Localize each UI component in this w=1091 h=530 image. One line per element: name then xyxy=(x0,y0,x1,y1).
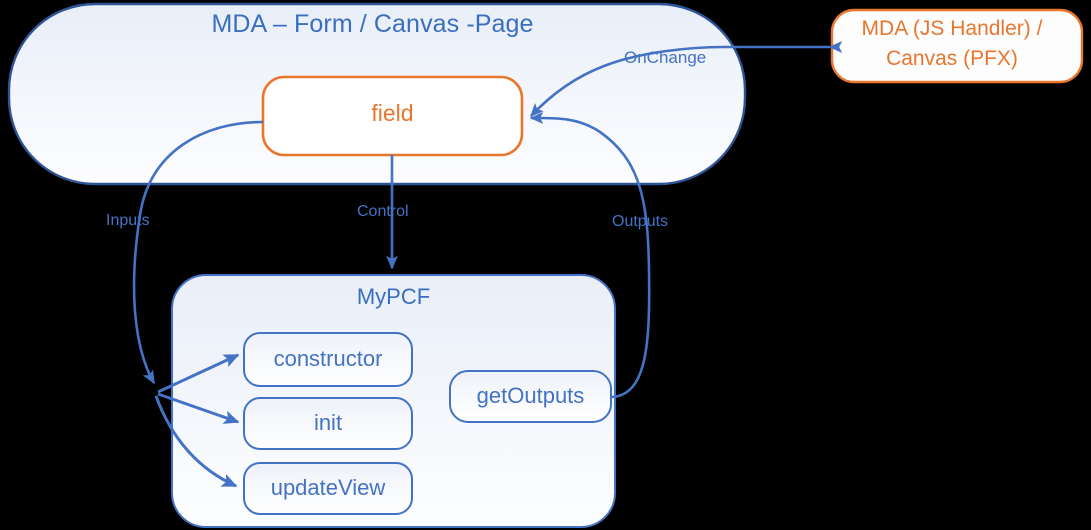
connector-onchange xyxy=(530,41,843,117)
node-js-handler[interactable] xyxy=(830,8,1084,84)
node-field[interactable] xyxy=(261,75,524,157)
node-label-getoutputs: getOutputs xyxy=(476,383,585,408)
node-label-init: init xyxy=(313,410,343,435)
node-constructor[interactable] xyxy=(243,332,413,387)
node-updateview[interactable] xyxy=(243,462,413,515)
node-init[interactable] xyxy=(243,397,413,450)
connector-outputs xyxy=(529,112,651,399)
connector-inputs xyxy=(132,120,264,488)
node-label-updateview: updateView xyxy=(270,475,386,500)
node-label-constructor: constructor xyxy=(273,346,383,371)
